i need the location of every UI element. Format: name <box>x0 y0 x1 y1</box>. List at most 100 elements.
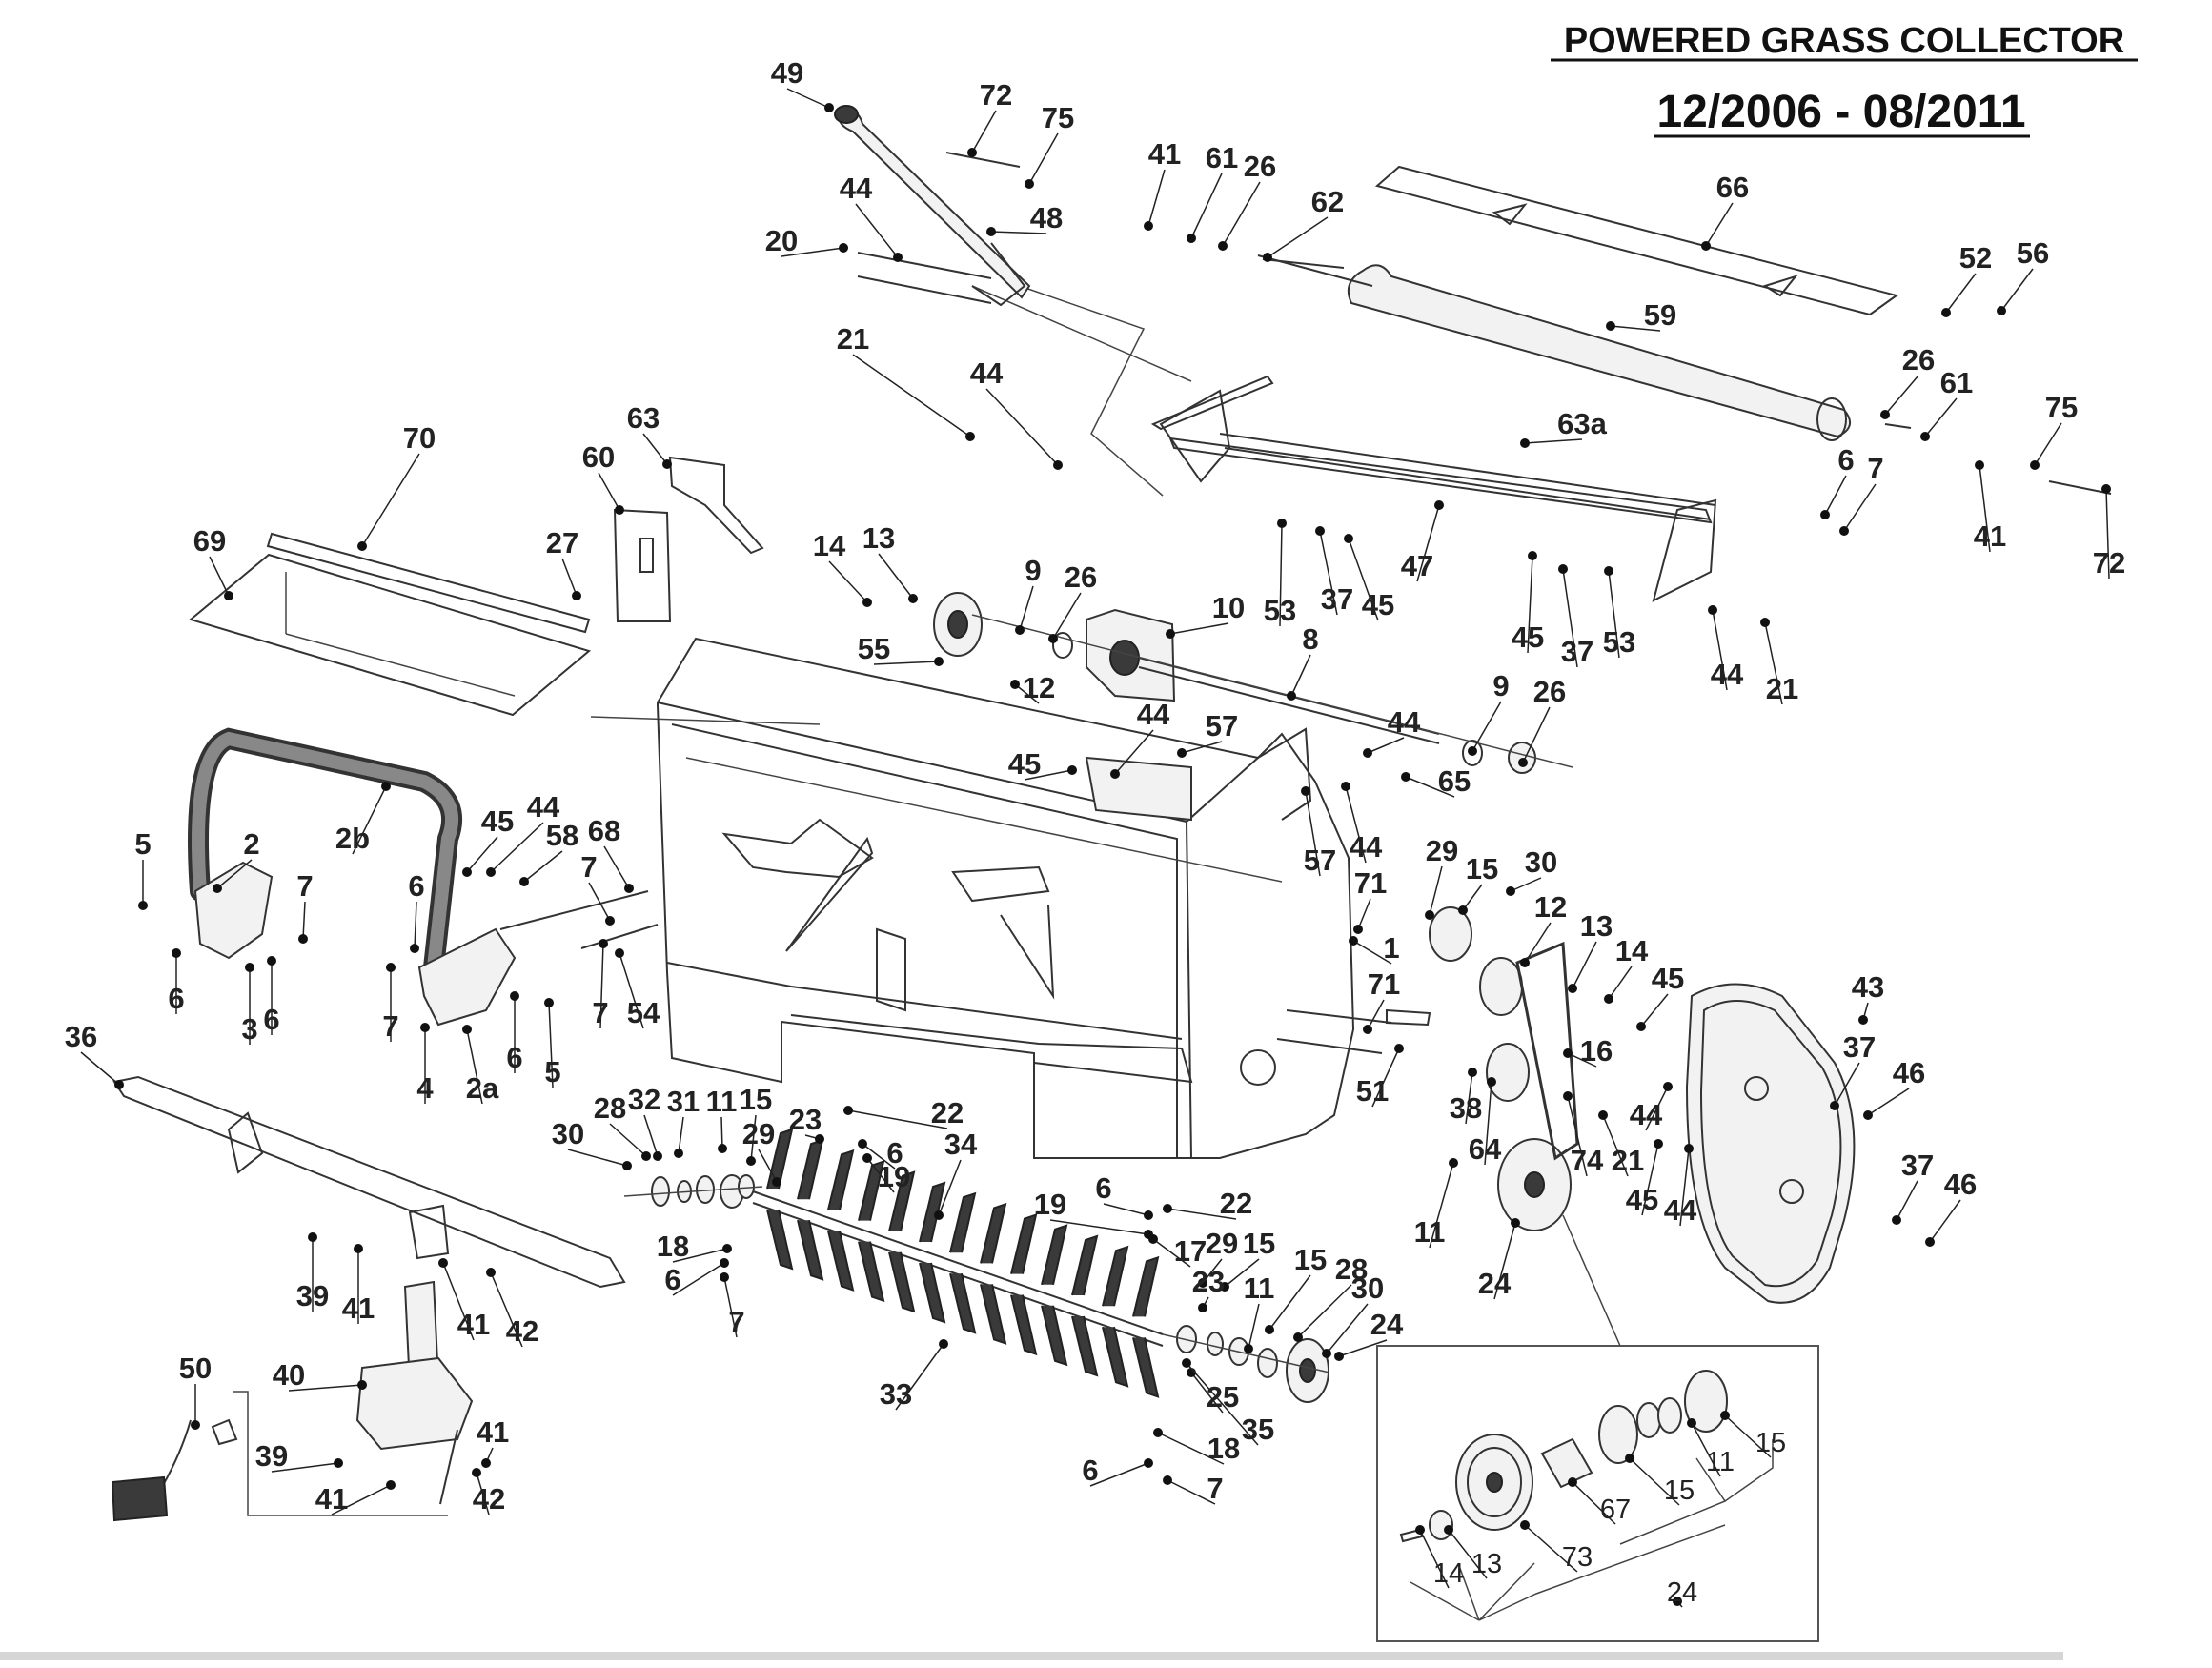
part-callout-dot-61 <box>624 884 634 893</box>
part-callout-leader-131 <box>1186 1362 1259 1446</box>
part-callout-leader-75 <box>1429 865 1443 916</box>
rod-36 <box>112 1075 626 1289</box>
part-callout-label: 45 <box>1008 747 1041 781</box>
inset-callout-label: 67 <box>1600 1495 1631 1525</box>
part-callout-leader-94 <box>1602 1114 1629 1177</box>
part-callout-label: 28 <box>1335 1252 1368 1286</box>
part-callout-dot-120 <box>1148 1234 1158 1244</box>
part-callout-label: 75 <box>1042 101 1074 134</box>
part-callout-leader-38 <box>828 560 868 603</box>
part-callout-label: 6 <box>1082 1454 1098 1487</box>
part-callout-label: 49 <box>771 56 803 90</box>
part-callout-dot-87 <box>1394 1044 1404 1053</box>
part-callout-leader-1 <box>971 110 997 153</box>
housing <box>657 637 1355 1159</box>
part-callout-leader-132 <box>1157 1432 1225 1465</box>
part-callout-leader-16 <box>1884 375 1919 416</box>
part-callout-dot-10 <box>1701 241 1711 251</box>
part-callout-leader-46 <box>1471 701 1502 752</box>
part-callout-dot-33 <box>1528 551 1537 560</box>
part-callout-label: 30 <box>1525 845 1557 879</box>
part-callout-label: 20 <box>765 224 798 257</box>
belt-cover-43 <box>1685 983 1856 1304</box>
part-callout-label: 45 <box>481 804 514 838</box>
part-callout-label: 47 <box>1401 549 1433 582</box>
part-callout-dot-91 <box>1863 1110 1873 1120</box>
part-callout-label: 72 <box>980 78 1012 112</box>
part-callout-label: 23 <box>1192 1265 1225 1298</box>
part-callout-dot-31 <box>1344 534 1353 543</box>
part-callout-dot-50 <box>1067 765 1077 775</box>
part-callout-dot-44 <box>1010 680 1020 689</box>
part-callout-label: 18 <box>657 1230 689 1263</box>
part-callout-label: 9 <box>1492 669 1509 702</box>
part-callout-dot-89 <box>1487 1077 1496 1087</box>
part-callout-dot-40 <box>1015 625 1025 635</box>
part-callout-leader-96 <box>1679 1148 1690 1227</box>
part-callout-leader-99 <box>1429 1162 1454 1249</box>
part-callout-leader-21 <box>1843 483 1877 532</box>
part-callout-dot-42 <box>1166 629 1175 639</box>
part-callout-label: 62 <box>1311 185 1344 218</box>
part-callout-leader-80 <box>1524 922 1552 964</box>
bristles-33 <box>766 1209 1160 1398</box>
part-callout-leader-52 <box>1405 776 1455 798</box>
inset-callout-label: 73 <box>1562 1542 1593 1573</box>
inset-callout-leader-1 <box>1691 1422 1721 1477</box>
part-callout-label: 7 <box>296 869 313 903</box>
part-callout-label: 9 <box>1025 554 1041 587</box>
part-callout-dot-128 <box>1334 1352 1344 1361</box>
inset-callout-label: 14 <box>1433 1558 1464 1589</box>
part-callout-dot-127 <box>1322 1349 1331 1358</box>
part-callout-leader-129 <box>895 1343 944 1411</box>
part-callout-dot-63 <box>410 944 419 953</box>
part-callout-leader-74 <box>619 952 644 1029</box>
part-callout-leader-30 <box>1319 530 1338 616</box>
part-callout-dot-122 <box>1220 1282 1229 1292</box>
part-callout-dot-94 <box>1598 1110 1608 1120</box>
part-callout-dot-20 <box>1820 510 1830 519</box>
part-callout-dot-17 <box>1920 432 1930 441</box>
part-callout-label: 11 <box>1414 1215 1446 1249</box>
part-callout-label: 22 <box>931 1096 964 1129</box>
part-callout-dot-8 <box>1218 241 1228 251</box>
part-callout-label: 23 <box>789 1103 822 1136</box>
part-callout-label: 7 <box>728 1305 744 1338</box>
bristle-block <box>1071 1315 1099 1377</box>
part-callout-leader-105 <box>678 1116 684 1154</box>
part-callout-leader-24 <box>361 453 420 547</box>
part-callout-dot-39 <box>908 594 918 603</box>
part-callout-dot-19 <box>1520 438 1530 448</box>
part-callout-label: 52 <box>1959 241 1992 275</box>
part-callout-dot-90 <box>1830 1101 1839 1110</box>
part-callout-leader-72 <box>548 1002 554 1088</box>
part-callout-dot-4 <box>986 227 996 236</box>
part-callout-dot-110 <box>772 1177 781 1187</box>
part-callout-dot-134 <box>1163 1475 1172 1485</box>
bristle-block <box>797 1138 824 1200</box>
part-callout-leader-140 <box>288 1384 363 1392</box>
deflector-plates <box>188 456 821 725</box>
part-callout-leader-27 <box>209 556 230 597</box>
part-callout-label: 7 <box>382 1009 398 1043</box>
part-callout-leader-100 <box>1493 1222 1516 1300</box>
part-callout-label: 15 <box>1466 852 1498 885</box>
part-callout-dot-68 <box>386 963 396 972</box>
bristle-block <box>949 1191 977 1253</box>
part-callout-leader-14 <box>852 354 971 437</box>
part-callout-label: 45 <box>1362 588 1394 621</box>
part-callout-leader-128 <box>1338 1339 1388 1357</box>
part-callout-leader-34 <box>1562 568 1578 668</box>
part-callout-leader-57 <box>352 785 387 855</box>
part-callout-leader-19 <box>1524 438 1583 444</box>
part-callout-dot-45 <box>1287 691 1296 701</box>
part-callout-dot-41 <box>1048 634 1058 643</box>
washer-13 <box>1429 1510 1453 1540</box>
part-callout-label: 55 <box>858 632 890 665</box>
part-callout-leader-18 <box>2034 422 2062 466</box>
part-callout-label: 41 <box>315 1482 348 1515</box>
part-callout-leader-7 <box>1190 173 1223 239</box>
part-callout-leader-134 <box>1167 1479 1216 1505</box>
part-callout-label: 15 <box>1294 1243 1327 1276</box>
